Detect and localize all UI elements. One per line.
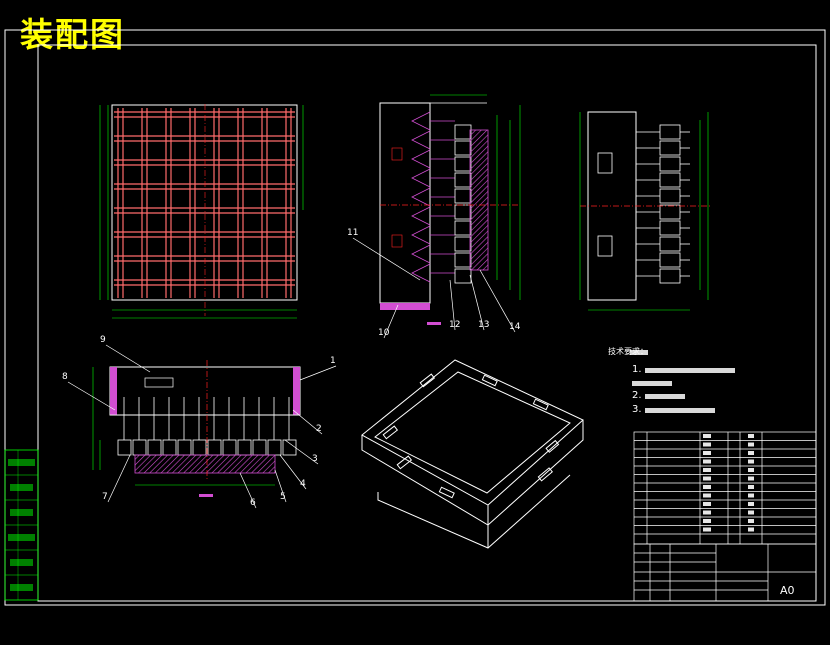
balloon-1: 1 — [330, 356, 336, 366]
balloon-13: 13 — [478, 320, 490, 330]
balloon-8: 8 — [62, 372, 68, 382]
tech-req-3: 3. — [632, 404, 642, 415]
isometric-view — [361, 359, 584, 549]
balloon-4: 4 — [300, 479, 306, 489]
balloon-leaders — [67, 237, 516, 509]
tech-req-2: 2. — [632, 390, 642, 401]
left-side-panel — [4, 449, 39, 601]
outer-border — [4, 29, 826, 606]
balloon-9: 9 — [100, 335, 106, 345]
balloon-2: 2 — [316, 424, 322, 434]
balloon-14: 14 — [509, 322, 521, 332]
balloon-6: 6 — [250, 498, 256, 508]
section-view — [92, 360, 301, 497]
balloon-5: 5 — [280, 492, 286, 502]
balloon-3: 3 — [312, 454, 318, 464]
side-view — [579, 111, 712, 311]
title-block — [633, 543, 817, 602]
tech-requirements-heading: 技术要求： — [608, 347, 648, 356]
top-view — [99, 104, 304, 319]
balloon-12: 12 — [449, 320, 461, 330]
balloon-10: 10 — [378, 328, 390, 338]
balloon-11: 11 — [347, 228, 359, 238]
inner-border — [37, 44, 817, 602]
balloon-7: 7 — [102, 492, 108, 502]
front-view — [379, 94, 521, 325]
tech-req-1: 1. — [632, 364, 642, 375]
drawing-size-label: A0 — [780, 584, 795, 597]
